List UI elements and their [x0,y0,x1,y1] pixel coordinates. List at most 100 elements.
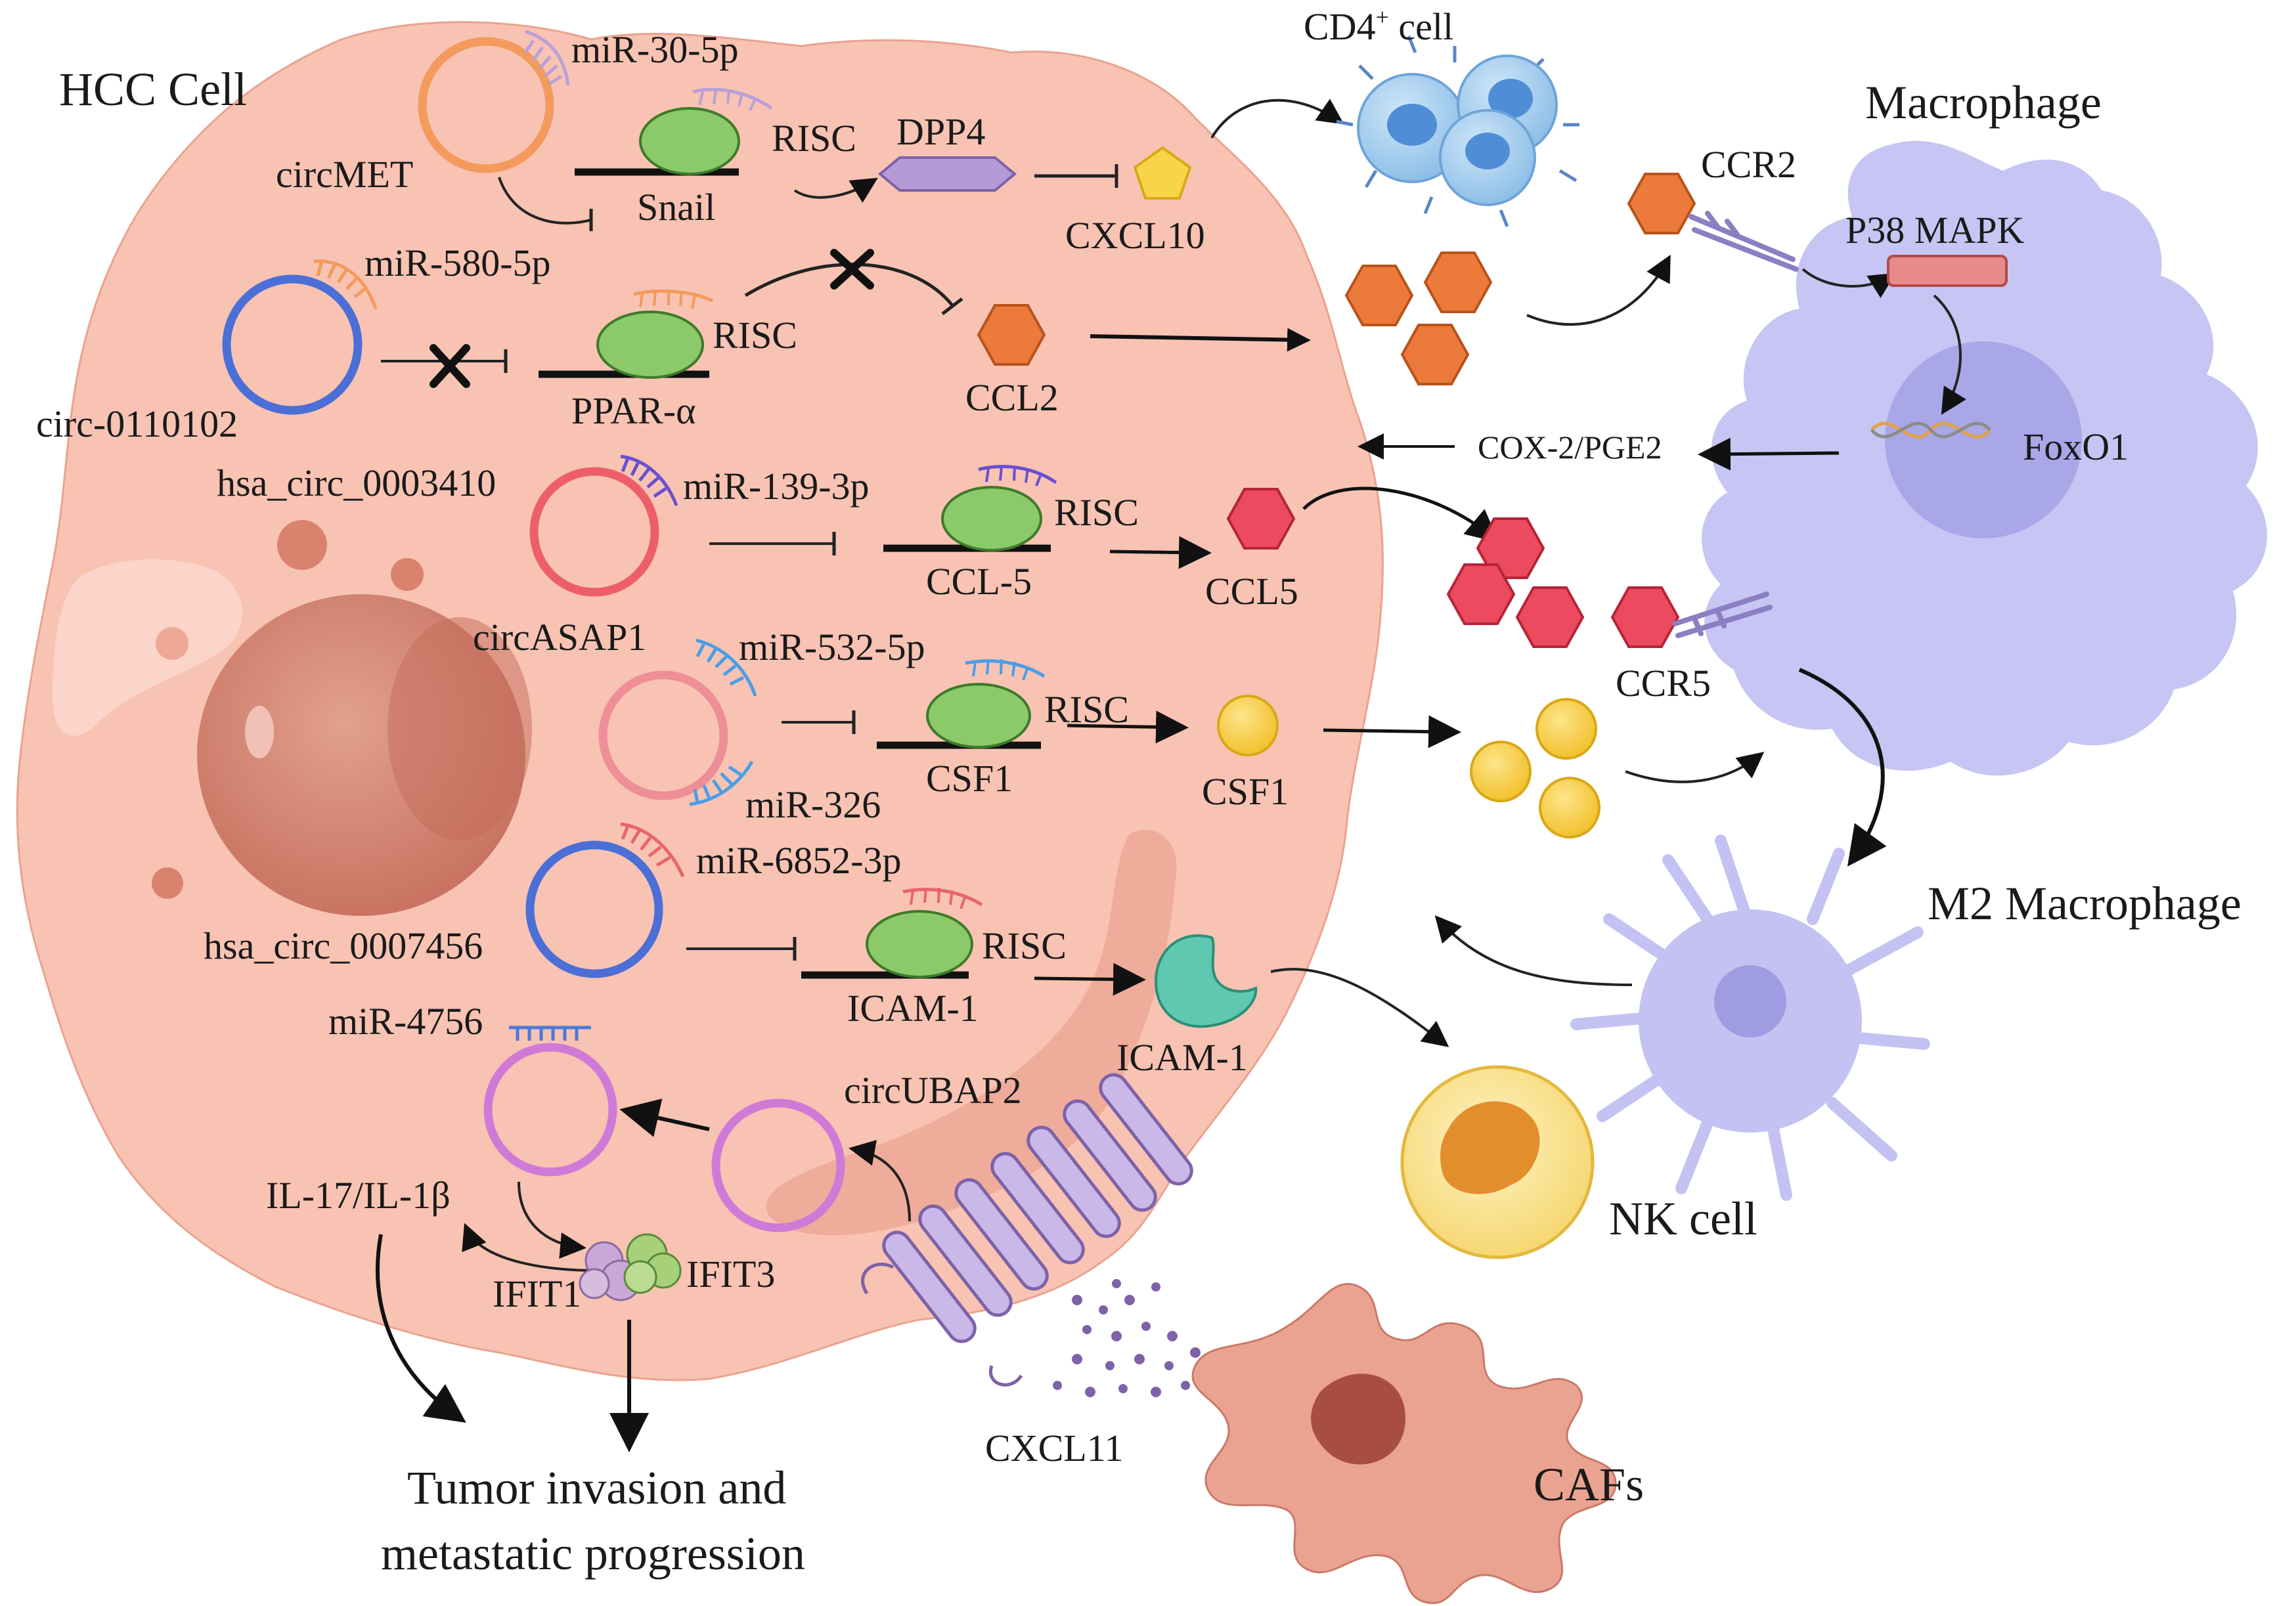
p38-to-foxo1 [1933,294,1966,415]
dpp4-protein [877,156,1017,192]
risc-label-row1: RISC [772,117,856,160]
mir-532-5p-label: miR-532-5p [739,626,925,668]
csf1-to-macrophage [1625,752,1765,783]
mir-4756-strand [509,1026,591,1041]
secreted-ccl5 [1476,517,1545,579]
mir-4756-label: miR-4756 [328,1000,483,1043]
risc-ppar-a-mirna [633,289,714,303]
risc-snail-mirna [692,87,773,110]
circ-csf1-ring [598,670,728,800]
circubap2-to-mir-4756-circ [619,1098,710,1137]
circ-0110102-ring [222,274,363,415]
risc-ccl-5 [941,486,1042,552]
ccr2-label: CCR2 [1701,143,1796,186]
nk-cell-label: NK cell [1609,1192,1757,1245]
snail-label: Snail [637,186,715,228]
csf1-gene-to-csf1 [1067,710,1189,744]
icam-1-to-nk [1270,968,1449,1047]
circubap2-label: circUBAP2 [844,1069,1022,1112]
ccr5-receptor [1672,592,1773,638]
hcc-nucleolus [387,617,532,840]
ifit3-label: IFIT3 [686,1253,775,1295]
mir-4756-circ-ring [483,1043,617,1177]
dpp4-label: DPP4 [896,110,985,153]
risc-snail [639,107,740,175]
hsa-circ-0007456-ring [525,840,663,978]
foxo1-dna-icon [1870,422,1991,439]
mir-580-5p-strand [313,259,378,309]
ccl5-to-cluster [1302,487,1499,543]
cxcl11-label: CXCL11 [985,1427,1124,1469]
mir-30-5p-label: miR-30-5p [571,28,739,71]
ccl2-label: CCL2 [965,376,1059,419]
foxo1-to-cox2 [1698,437,1840,471]
mir-532-5p-strand [695,638,757,697]
outcome-line2: metastatic progression [381,1527,805,1580]
p38-mapk-box [1887,255,2008,287]
secreted-ccl5 [1446,563,1516,625]
secreted-csf1 [1535,698,1597,760]
circubap2-ring [711,1098,845,1232]
csf1-secretion-arrow [1323,715,1461,749]
il17-to-outcome [376,1234,466,1423]
circasap1-ring [529,467,659,597]
mir-6852-3p-label: miR-6852-3p [696,839,902,882]
hcc-vesicle [391,558,424,591]
hcc-vesicle [156,627,188,660]
m2-macrophage-label: M2 Macrophage [1928,877,2241,930]
risc-label-row4: RISC [1044,688,1129,731]
ccl-5-label: CCL-5 [926,560,1032,603]
secreted-ccl2 [1344,265,1414,326]
secreted-csf1 [1539,777,1601,838]
icam-1-molecule [1154,934,1258,1028]
risc-label-row3: RISC [1054,491,1139,534]
hsa-circ-0003410-label: hsa_circ_0003410 [217,462,496,504]
icam-1-gene-to-icam-1 [1034,963,1146,996]
ccr5-label: CCR5 [1616,662,1711,705]
cxcl11-particles [1053,1279,1201,1397]
m2-to-hcc [1434,915,1633,986]
icam-1-label: ICAM-1 [1116,1036,1248,1079]
ifit1-label: IFIT1 [493,1272,581,1315]
ccr2-bound-ccl2 [1627,173,1696,234]
ccl5-molecule [1226,488,1296,550]
ccr2-to-p38 [1801,268,1896,298]
secreted-ccl5 [1515,586,1585,648]
csf1-gene-label: CSF1 [926,757,1013,800]
secreted-ccl2 [1400,324,1470,385]
cafs-label: CAFs [1534,1458,1644,1511]
cafs-cell [1191,1282,1617,1605]
receptor-loop [861,1263,894,1295]
circ-to-ifit [518,1181,586,1259]
macrophage-to-m2 [1798,668,1887,867]
hcc-vesicle [152,867,183,899]
hcc-membrane-extension [766,829,1177,1236]
csf1-molecule [1217,695,1279,756]
cxcl11-receptor [882,1073,1193,1343]
cox2-pge2-label: COX-2/PGE2 [1478,429,1662,466]
cd4-cell-label: CD4+ cell [1304,4,1453,48]
mir-30-5p-strand [523,30,570,86]
circmet-ring [418,37,554,173]
hsa-circ-0007456-label: hsa_circ_0007456 [204,924,483,967]
ccl5-label: CCL5 [1205,570,1298,613]
il17-il1b-label: IL-17/IL-1β [266,1174,451,1217]
ccl2-molecule [977,304,1046,366]
risc-ppar-a [596,311,704,379]
circmet-label: circMET [276,153,413,196]
hcc-light-region [53,559,242,736]
ccr2-receptor [1689,211,1799,272]
macrophage-nucleus [1885,341,2082,538]
ifit3-protein [623,1233,682,1294]
p38-mapk-label: P38 MAPK [1845,209,2024,251]
macrophage-label: Macrophage [1865,76,2102,129]
hcc-vesicle [277,520,327,570]
mir-326-label: miR-326 [745,783,881,826]
receptor-to-circubap2 [849,1140,911,1222]
ccr5-bound-ccl5 [1610,586,1680,648]
nk-cell [1400,1065,1595,1259]
foxo1-label: FoxO1 [2023,425,2129,468]
outcome-line1: Tumor invasion and [407,1462,786,1514]
mir-6852-3p-strand [620,822,685,878]
